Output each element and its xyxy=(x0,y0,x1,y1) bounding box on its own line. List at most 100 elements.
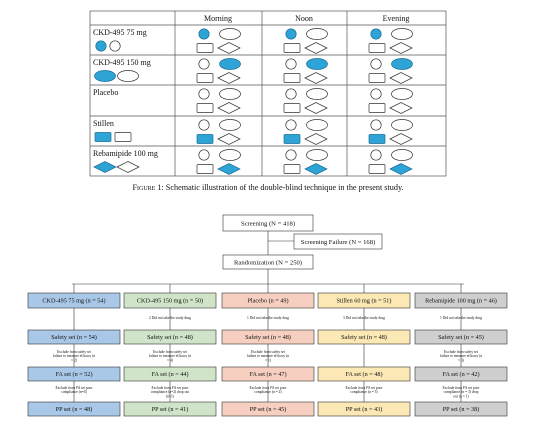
exclusion-note-line: Exclude from safety set xyxy=(251,350,285,354)
empty-circle-icon xyxy=(285,88,297,100)
filled-diamond-icon xyxy=(93,161,117,173)
filled-diamond-icon xyxy=(304,163,328,175)
arm-column: CKD-495 150 mg (n = 50)Safety set (n = 4… xyxy=(123,292,217,417)
flow-text: 1 Did not take the study drug xyxy=(440,316,482,320)
arm-box xyxy=(27,292,121,309)
arm-column: CKD-495 75 mg (n = 54)Safety set (n = 54… xyxy=(27,292,121,417)
empty-rect-icon xyxy=(283,73,301,83)
empty-rect-icon xyxy=(196,43,214,53)
empty-diamond-icon xyxy=(217,72,241,84)
exclusion-note-line: = 3) xyxy=(458,358,465,362)
empty-oval-icon xyxy=(391,149,413,161)
empty-rect-icon xyxy=(368,164,386,174)
caption-text: Schematic illustration of the double-bli… xyxy=(166,183,404,192)
exclusion-note-line: compliance (n = 3) drop xyxy=(444,390,479,394)
row-label-ckd75: CKD-495 75 mg xyxy=(93,28,147,37)
flow-text: FA set (n = 44) xyxy=(151,371,188,378)
empty-oval-icon xyxy=(391,88,413,100)
header-morning: Morning xyxy=(204,14,232,23)
header-noon: Noon xyxy=(295,14,313,23)
flow-text: CKD-495 75 mg (n = 54) xyxy=(42,298,105,305)
arm-box xyxy=(123,329,217,345)
filled-diamond-icon xyxy=(217,163,241,175)
filled-oval-icon xyxy=(391,58,413,70)
flow-text: PP set (n = 45) xyxy=(250,406,287,413)
empty-oval-icon xyxy=(219,28,241,40)
exclusion-note-line: Exclude from FA set poor xyxy=(55,386,93,390)
randomization-text: Randomization (N = 250) xyxy=(234,260,302,267)
screening-failure-text: Screening Failure (N = 168) xyxy=(301,239,375,246)
empty-diamond-icon xyxy=(304,72,328,84)
flow-text: PP set (n = 48) xyxy=(56,406,93,413)
flow-text: PP set (n = 38) xyxy=(443,406,480,413)
arm-box xyxy=(221,292,315,309)
arm-box xyxy=(414,366,508,382)
empty-circle-icon xyxy=(285,119,297,131)
flow-text: FA set (n = 52) xyxy=(55,371,92,378)
exclusion-note-line: Exclude from safety set xyxy=(153,350,187,354)
flowchart: Screening (N = 418) Screening Failure (N… xyxy=(27,214,508,417)
flow-text: Safety set (n = 48) xyxy=(341,334,387,341)
row-label-ckd150: CKD-495 150 mg xyxy=(93,58,151,67)
exclusion-note-line: compliance (n = 5) xyxy=(350,390,378,394)
empty-rect-icon xyxy=(196,164,214,174)
filled-circle-icon xyxy=(285,28,297,40)
empty-diamond-icon xyxy=(304,102,328,114)
flow-text: Rebamipide 100 mg (n = 46) xyxy=(425,298,497,305)
exclusion-note-line: compliance (n=2) drop out xyxy=(151,390,189,394)
exclusion-note-line: Exclude from safety set xyxy=(57,350,91,354)
empty-oval-icon xyxy=(391,28,413,40)
empty-oval-icon xyxy=(306,28,328,40)
flow-text: FA set (n = 47) xyxy=(249,371,286,378)
empty-diamond-icon xyxy=(389,133,413,145)
filled-rect-icon xyxy=(94,132,112,142)
empty-oval-icon xyxy=(219,149,241,161)
empty-circle-icon xyxy=(370,88,382,100)
exclusion-note-line: Exclude from FA set poor xyxy=(345,386,383,390)
arm-box xyxy=(317,329,411,345)
flow-text: Stillen 60 mg (n = 51) xyxy=(337,298,392,305)
arm-box xyxy=(27,329,121,345)
empty-oval-icon xyxy=(306,119,328,131)
empty-circle-icon xyxy=(198,149,210,161)
exclusion-note-line: out (n = 1) xyxy=(453,394,469,398)
arm-box xyxy=(221,366,315,382)
empty-oval-icon xyxy=(117,70,139,82)
flow-text: Placebo (n = 49) xyxy=(247,298,288,305)
exclusion-note-line: failure to measure efficacy (n xyxy=(440,354,482,358)
arm-box xyxy=(123,366,217,382)
empty-oval-icon xyxy=(391,119,413,131)
header-evening: Evening xyxy=(383,14,410,23)
exclusion-note-line: Exclude from safety set xyxy=(444,350,478,354)
pill-shapes xyxy=(93,28,413,175)
blinding-table: Morning Noon Evening CKD-495 75 mg CKD-4… xyxy=(89,10,447,177)
exclusion-note-line: = 4) xyxy=(167,358,174,362)
empty-circle-icon xyxy=(370,149,382,161)
empty-circle-icon xyxy=(370,58,382,70)
empty-diamond-icon xyxy=(389,42,413,54)
empty-diamond-icon xyxy=(116,161,140,173)
exclusion-note-line: failure to measure efficacy (n xyxy=(247,354,289,358)
empty-circle-icon xyxy=(198,119,210,131)
flow-arms: CKD-495 75 mg (n = 54)Safety set (n = 54… xyxy=(27,292,508,417)
empty-circle-icon xyxy=(285,149,297,161)
row-label-placebo: Placebo xyxy=(93,88,118,97)
arm-box xyxy=(414,329,508,345)
empty-rect-icon xyxy=(114,132,132,142)
flow-text: 1 Did not take the study drug xyxy=(247,316,289,320)
empty-rect-icon xyxy=(283,164,301,174)
screening-text: Screening (N = 418) xyxy=(241,221,295,228)
flow-text: PP set (n = 41) xyxy=(152,406,189,413)
exclusion-note-line: Exclude from FA set poor xyxy=(249,386,287,390)
screening-box xyxy=(222,214,314,232)
exclusion-note-line: failure to measure efficacy (n xyxy=(149,354,191,358)
filled-oval-icon xyxy=(306,58,328,70)
empty-rect-icon xyxy=(368,73,386,83)
